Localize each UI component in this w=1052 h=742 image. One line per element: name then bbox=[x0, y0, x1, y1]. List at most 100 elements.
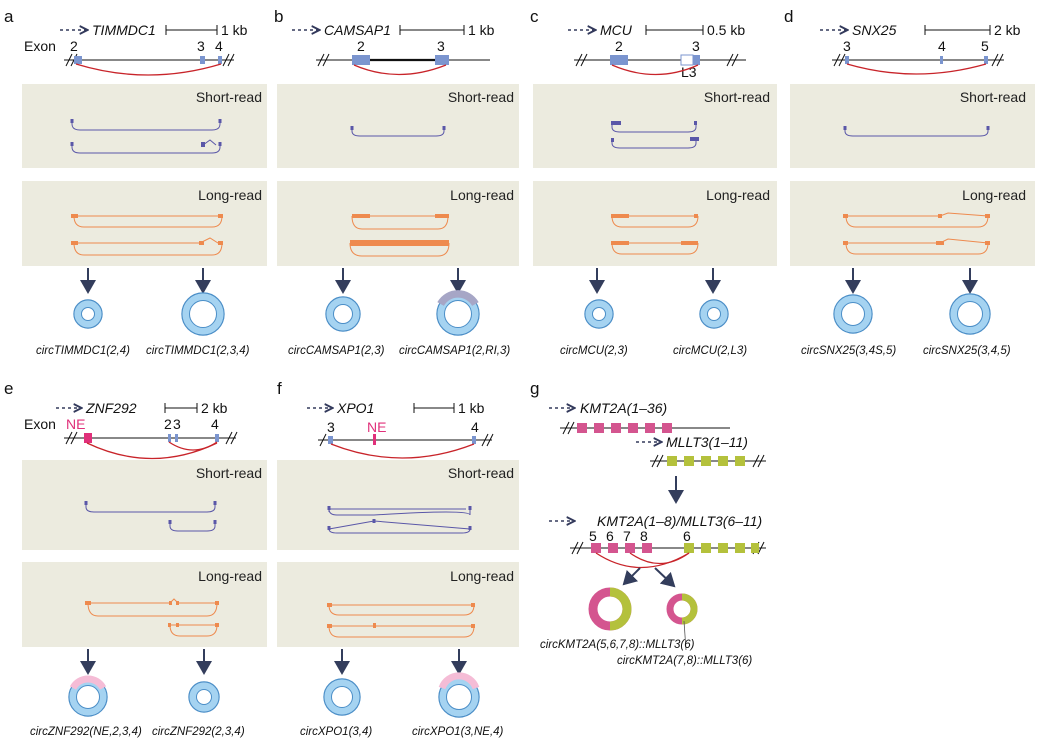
long-read-label: Long-read bbox=[450, 568, 514, 584]
circrna-icon bbox=[181, 292, 225, 336]
gene-name-timmdc1: TIMMDC1 bbox=[92, 22, 156, 38]
scale-label: 1 kb bbox=[458, 400, 485, 416]
long-reads bbox=[327, 603, 475, 638]
exon-label: Exon bbox=[24, 38, 56, 54]
circrna-label: circXPO1(3,NE,4) bbox=[412, 726, 504, 738]
scale-bar bbox=[399, 25, 465, 35]
short-reads bbox=[611, 121, 699, 149]
circrna-icon bbox=[436, 290, 480, 336]
fusion-circrna-icon bbox=[666, 593, 698, 651]
gene-name-mllt3: MLLT3(1–11) bbox=[666, 434, 748, 450]
exon-number-8: 8 bbox=[640, 528, 648, 544]
short-read-box bbox=[22, 84, 267, 168]
exon-number-4: 4 bbox=[471, 419, 479, 435]
long-read-label: Long-read bbox=[198, 187, 262, 203]
circrna-label: circCAMSAP1(2,RI,3) bbox=[399, 345, 510, 357]
scale-bar bbox=[164, 403, 198, 413]
short-read-box bbox=[22, 460, 267, 550]
circrna-icon bbox=[699, 299, 729, 329]
exon-number-2: 2 bbox=[357, 38, 365, 54]
exon-label: Exon bbox=[24, 416, 56, 432]
exon-number-3: 3 bbox=[327, 419, 335, 435]
exon-label-l3: L3 bbox=[681, 64, 697, 80]
scale-label: 1 kb bbox=[221, 22, 248, 38]
panel-b: b CAMSAP1 1 kb 2 3 Short-read Long-read bbox=[274, 7, 519, 357]
long-read-box bbox=[22, 562, 267, 647]
short-read-box bbox=[533, 84, 777, 168]
panel-c: c MCU 0.5 kb 2 3 L3 Short-read Long- bbox=[530, 7, 777, 357]
kmt2a-structure bbox=[560, 421, 730, 435]
scale-label: 2 kb bbox=[994, 22, 1021, 38]
gene-structure bbox=[318, 433, 494, 459]
circrna-icon bbox=[188, 681, 220, 713]
gene-structure bbox=[64, 431, 238, 460]
long-reads bbox=[843, 212, 990, 255]
long-read-box bbox=[790, 181, 1035, 266]
scale-label: 2 kb bbox=[201, 400, 228, 416]
panel-f: f XPO1 1 kb 3 NE 4 Short-read Long-r bbox=[277, 379, 519, 738]
gene-name-mcu: MCU bbox=[600, 22, 633, 38]
short-read-box bbox=[790, 84, 1035, 168]
short-reads bbox=[327, 506, 472, 534]
short-reads bbox=[350, 126, 446, 137]
circrna-icon bbox=[325, 296, 361, 332]
long-reads bbox=[611, 214, 699, 255]
circrna-label: circZNF292(2,3,4) bbox=[152, 726, 245, 738]
long-read-label: Long-read bbox=[706, 187, 770, 203]
circrna-icon bbox=[73, 299, 103, 329]
gene-name-znf292: ZNF292 bbox=[85, 400, 137, 416]
panel-letter-c: c bbox=[530, 7, 539, 26]
exon-number-4: 4 bbox=[938, 38, 946, 54]
novel-exon-label: NE bbox=[66, 416, 85, 432]
exon-number-3: 3 bbox=[197, 38, 205, 54]
circrna-icon bbox=[833, 294, 873, 334]
long-read-box bbox=[22, 181, 267, 266]
circrna-icon bbox=[584, 299, 614, 329]
exon-number-3: 3 bbox=[437, 38, 445, 54]
gene-name-kmt2a: KMT2A(1–36) bbox=[580, 400, 667, 416]
circrna-label: circTIMMDC1(2,3,4) bbox=[146, 345, 250, 357]
circrna-icon bbox=[68, 675, 108, 717]
novel-exon-label: NE bbox=[367, 419, 386, 435]
long-read-box bbox=[533, 181, 777, 266]
panel-a: a TIMMDC1 1 kb Exon 2 3 4 Short-read bbox=[4, 7, 267, 357]
circrna-icon bbox=[949, 293, 991, 335]
short-reads bbox=[84, 501, 217, 532]
circrna-icon bbox=[438, 672, 480, 718]
arrow-down bbox=[654, 567, 676, 588]
circrna-label: circKMT2A(5,6,7,8)::MLLT3(6) bbox=[540, 639, 695, 651]
short-reads bbox=[843, 126, 990, 137]
gene-name-camsap1: CAMSAP1 bbox=[324, 22, 391, 38]
exon-number-3: 3 bbox=[843, 38, 851, 54]
short-read-box bbox=[277, 460, 519, 550]
short-read-label: Short-read bbox=[448, 465, 514, 481]
panel-letter-a: a bbox=[4, 7, 14, 26]
circrna-icon bbox=[323, 678, 361, 716]
exon-number-5: 5 bbox=[589, 528, 597, 544]
exon-number-5: 5 bbox=[981, 38, 989, 54]
scale-bar bbox=[165, 25, 218, 35]
panel-g: g KMT2A(1–36) MLLT3(1–11) KMT2A(1–8)/MLL… bbox=[530, 379, 766, 667]
circrna-label: circSNX25(3,4S,5) bbox=[801, 345, 896, 357]
panel-letter-d: d bbox=[784, 7, 793, 26]
gene-structure bbox=[64, 53, 235, 76]
fusion-structure bbox=[570, 541, 766, 569]
panel-letter-e: e bbox=[4, 379, 13, 398]
scale-bar bbox=[413, 403, 455, 413]
circrna-label: circXPO1(3,4) bbox=[300, 726, 372, 738]
circrna-label: circMCU(2,L3) bbox=[673, 345, 747, 357]
exon-number-4: 4 bbox=[215, 38, 223, 54]
panel-letter-f: f bbox=[277, 379, 282, 398]
mllt3-structure bbox=[650, 454, 766, 468]
short-read-label: Short-read bbox=[196, 465, 262, 481]
exon-number-3: 3 bbox=[692, 38, 700, 54]
exon-number-2: 2 bbox=[615, 38, 623, 54]
panel-d: d SNX25 2 kb 3 4 5 Short-read Long-read bbox=[784, 7, 1035, 357]
exon-number-3: 3 bbox=[173, 416, 181, 432]
long-reads bbox=[349, 214, 450, 257]
long-read-box bbox=[277, 181, 519, 266]
gene-name-snx25: SNX25 bbox=[852, 22, 897, 38]
exon-number-4: 4 bbox=[211, 416, 219, 432]
circrna-label: circTIMMDC1(2,4) bbox=[36, 345, 130, 357]
long-reads bbox=[85, 598, 219, 637]
